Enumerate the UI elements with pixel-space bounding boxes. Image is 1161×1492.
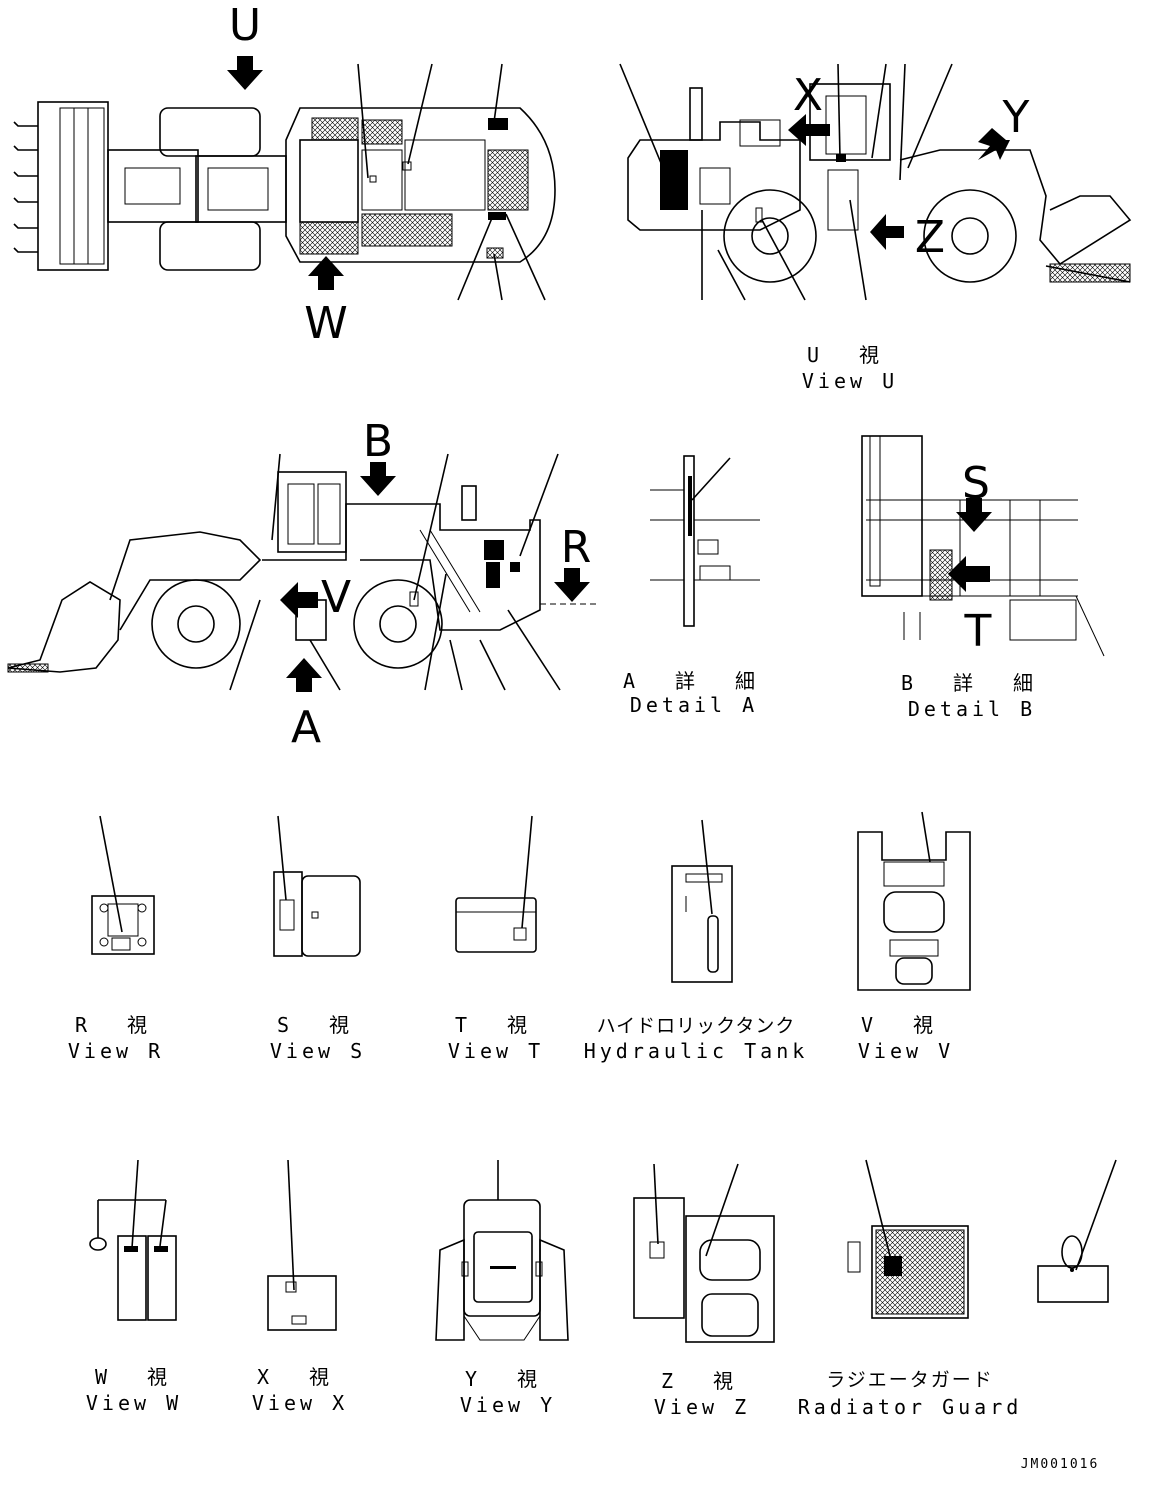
view-t-caption-en: View T bbox=[448, 1039, 544, 1063]
radiator-guard-caption-en: Radiator Guard bbox=[798, 1395, 1023, 1419]
view-y-caption-jp: Y 視 bbox=[465, 1367, 551, 1391]
view-r-drawing bbox=[91, 815, 155, 955]
side-view-drawing bbox=[7, 453, 600, 692]
view-z-drawing bbox=[633, 1163, 775, 1343]
view-t-caption-jp: T 視 bbox=[455, 1013, 541, 1037]
hydraulic-tank-caption-jp: ハイドロリックタンク bbox=[597, 1015, 796, 1037]
view-s-caption-jp: S 視 bbox=[277, 1013, 363, 1037]
view-s-drawing bbox=[273, 815, 361, 957]
tag-plate-drawing bbox=[1037, 1159, 1117, 1303]
view-u-drawing bbox=[619, 63, 1132, 301]
view-y-drawing bbox=[435, 1160, 569, 1341]
detail-a-caption-jp: A 詳 細 bbox=[623, 669, 769, 693]
view-z-caption-jp: Z 視 bbox=[661, 1369, 747, 1393]
view-v-caption-jp: V 視 bbox=[861, 1013, 947, 1037]
view-t-marker: T bbox=[964, 606, 992, 657]
detail-b-caption-jp: B 詳 細 bbox=[901, 671, 1047, 695]
radiator-guard-caption-jp: ラジエータガード bbox=[826, 1369, 994, 1391]
view-v-caption-en: View V bbox=[858, 1039, 954, 1063]
view-u-marker: U bbox=[229, 0, 261, 51]
view-x-caption-jp: X 視 bbox=[257, 1365, 343, 1389]
view-a-marker: A bbox=[291, 702, 321, 753]
view-s-marker: S bbox=[962, 458, 990, 509]
detail-b-drawing bbox=[861, 435, 1105, 657]
detail-a-caption-en: Detail A bbox=[630, 693, 758, 717]
view-x-caption-en: View X bbox=[252, 1391, 348, 1415]
hydraulic-tank-caption-en: Hydraulic Tank bbox=[584, 1039, 809, 1063]
view-v-drawing bbox=[857, 811, 971, 991]
view-w-caption-jp: W 視 bbox=[95, 1365, 181, 1389]
detail-a-drawing bbox=[650, 455, 760, 627]
view-u-caption-jp: U 視 bbox=[807, 343, 893, 367]
hydraulic-tank-drawing bbox=[671, 819, 733, 983]
top-view-drawing bbox=[13, 56, 556, 301]
view-v-marker: V bbox=[321, 572, 351, 623]
view-r-caption-en: View R bbox=[68, 1039, 164, 1063]
view-r-marker: R bbox=[561, 522, 592, 573]
view-w-marker: W bbox=[304, 298, 348, 349]
view-z-marker: Z bbox=[915, 212, 945, 263]
view-z-caption-en: View Z bbox=[654, 1395, 750, 1419]
radiator-guard-drawing bbox=[847, 1159, 969, 1319]
view-x-drawing bbox=[267, 1159, 337, 1331]
detail-b-caption-en: Detail B bbox=[908, 697, 1036, 721]
view-w-caption-en: View W bbox=[86, 1391, 182, 1415]
drawing-id: JM001016 bbox=[1021, 1457, 1100, 1472]
view-u-caption-en: View U bbox=[802, 369, 898, 393]
view-x-marker: X bbox=[793, 70, 823, 121]
view-b-marker: B bbox=[363, 416, 393, 467]
view-t-drawing bbox=[455, 815, 537, 953]
view-y-marker: Y bbox=[1002, 92, 1030, 143]
view-w-drawing bbox=[89, 1159, 177, 1321]
view-r-caption-jp: R 視 bbox=[75, 1013, 161, 1037]
view-s-caption-en: View S bbox=[270, 1039, 366, 1063]
view-y-caption-en: View Y bbox=[460, 1393, 556, 1417]
